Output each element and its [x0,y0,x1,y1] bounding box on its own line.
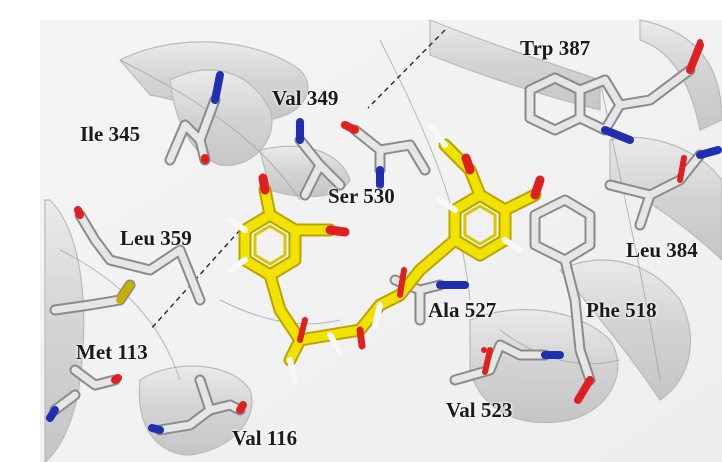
residue-sticks [46,41,722,436]
label-val523: Val 523 [446,398,513,422]
label-leu384: Leu 384 [626,238,698,262]
label-ala527: Ala 527 [428,298,497,322]
label-trp387: Trp 387 [520,36,591,60]
label-leu359: Leu 359 [120,226,192,250]
label-val349: Val 349 [272,86,339,110]
label-val116: Val 116 [232,426,298,450]
protein-ribbons [44,19,722,462]
label-phe518: Phe 518 [586,298,657,322]
ligand-molecule [227,122,545,385]
label-ser530: Ser 530 [328,184,395,208]
label-met113: Met 113 [76,340,148,364]
label-ile345: Ile 345 [80,122,141,146]
